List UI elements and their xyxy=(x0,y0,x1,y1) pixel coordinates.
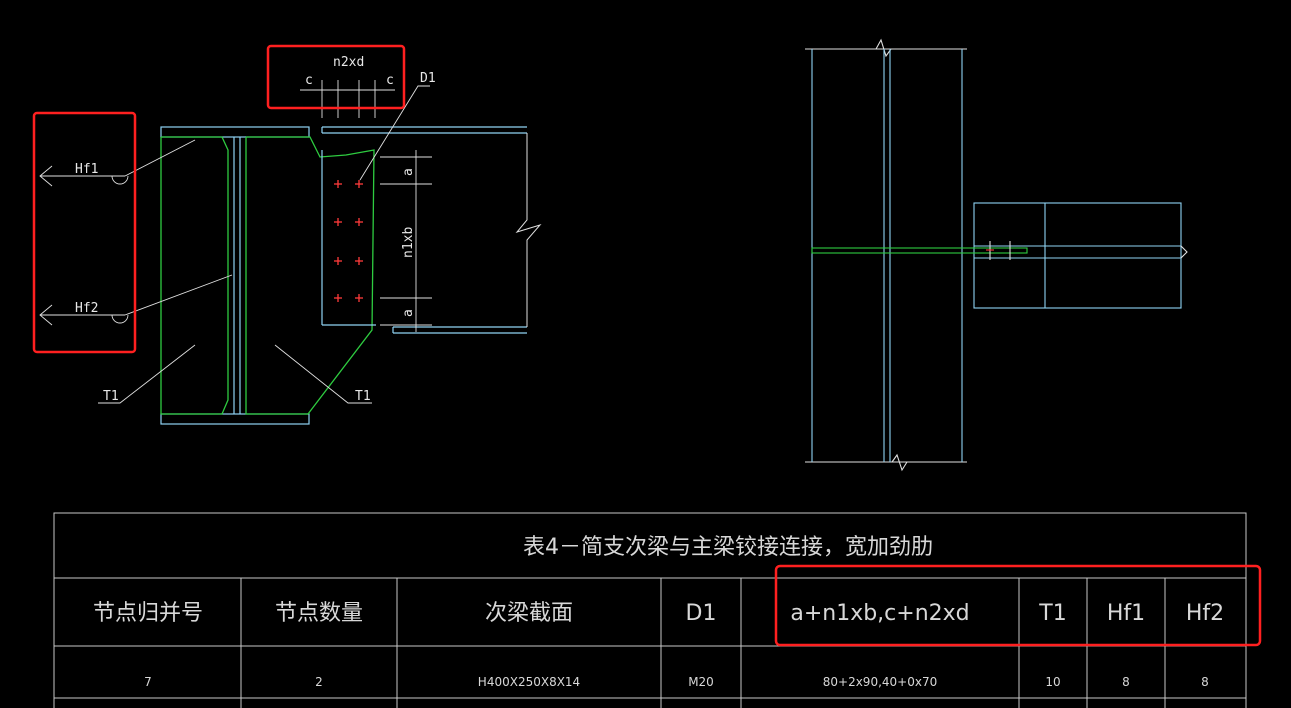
cell-hf2: 8 xyxy=(1201,675,1209,689)
header-spacing: a+n1xb,c+n2xd xyxy=(790,601,969,626)
cell-d1: M20 xyxy=(688,675,714,689)
label-a-bottom: a xyxy=(401,309,416,317)
header-hf2: Hf2 xyxy=(1186,601,1224,626)
main-beam-top-flange xyxy=(160,126,310,138)
header-secondary-section: 次梁截面 xyxy=(485,601,573,626)
t1-leader-left xyxy=(98,344,196,404)
bolt-group xyxy=(334,180,363,302)
cell-hf1: 8 xyxy=(1122,675,1130,689)
t1-leader-right xyxy=(274,344,372,404)
bolt xyxy=(355,294,363,302)
table-header-row: 节点归并号 节点数量 次梁截面 D1 a+n1xb,c+n2xd T1 Hf1 … xyxy=(93,601,1224,626)
label-hf1: Hf1 xyxy=(75,162,98,177)
label-n1xb: n1xb xyxy=(401,227,416,258)
bolt xyxy=(355,180,363,188)
dimension-n2xd xyxy=(300,80,395,118)
table-row: 7 2 H400X250X8X14 M20 80+2x90,40+0x70 10… xyxy=(144,675,1209,689)
plan-secondary-break xyxy=(1180,245,1188,259)
label-n2xd: n2xd xyxy=(333,55,364,70)
stiffener-left xyxy=(160,136,229,415)
cell-spacing: 80+2x90,40+0x70 xyxy=(823,675,937,689)
cell-node-count: 2 xyxy=(315,675,323,689)
highlight-weld-symbols xyxy=(32,111,137,354)
section-detail: n2xd c c D1 a n1xb a Hf1 xyxy=(32,44,542,425)
label-c-left: c xyxy=(305,73,313,88)
plan-secondary-beam xyxy=(973,202,1182,309)
bolt xyxy=(334,218,342,226)
label-c-right: c xyxy=(386,73,394,88)
header-d1: D1 xyxy=(686,601,717,626)
header-hf1: Hf1 xyxy=(1107,601,1145,626)
plan-stiffener-plate xyxy=(811,247,1028,254)
bolt xyxy=(334,257,342,265)
cell-secondary-section: H400X250X8X14 xyxy=(478,675,580,689)
label-hf2: Hf2 xyxy=(75,301,98,316)
bolt xyxy=(355,257,363,265)
plan-top-break xyxy=(875,38,892,58)
header-node-merge-no: 节点归并号 xyxy=(93,601,203,626)
bolt xyxy=(355,218,363,226)
break-line xyxy=(515,133,542,327)
weld-symbol-hf1 xyxy=(39,139,196,187)
label-d1: D1 xyxy=(420,71,436,86)
bolt xyxy=(334,180,342,188)
plan-detail xyxy=(805,38,1188,472)
label-t1-right: T1 xyxy=(355,389,371,404)
weld-symbol-hf2 xyxy=(39,274,233,326)
stiffener-right-top xyxy=(245,136,375,415)
cell-node-merge-no: 7 xyxy=(144,675,152,689)
plan-bottom-break xyxy=(891,453,908,472)
cell-t1: 10 xyxy=(1045,675,1060,689)
header-t1: T1 xyxy=(1038,601,1066,626)
table-title: 表4－简支次梁与主梁铰接连接，宽加劲肋 xyxy=(523,535,933,560)
d1-leader xyxy=(359,85,430,181)
header-node-count: 节点数量 xyxy=(275,601,363,626)
main-beam-bottom-flange xyxy=(160,413,310,425)
bolt xyxy=(334,294,342,302)
highlight-n2xd xyxy=(266,44,406,110)
label-a-top: a xyxy=(401,168,416,176)
table-outer xyxy=(53,512,1247,708)
highlight-table-headers xyxy=(774,564,1262,647)
label-t1-left: T1 xyxy=(103,389,119,404)
dimension-vertical xyxy=(380,150,432,332)
